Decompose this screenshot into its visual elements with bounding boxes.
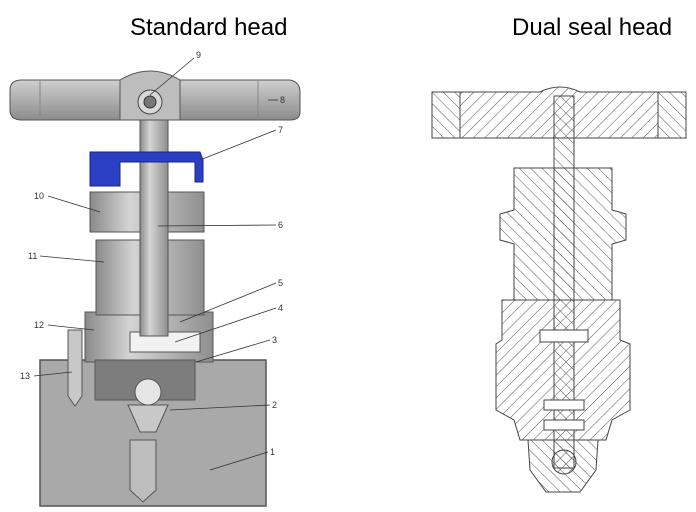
outlet-port <box>129 439 157 503</box>
vent-plug <box>67 329 83 407</box>
dual-seal-head-drawing <box>431 86 687 493</box>
dual-seal-head-title: Dual seal head <box>512 14 673 41</box>
blue-lock-cap <box>89 151 204 187</box>
callout-2: 2 <box>272 400 277 410</box>
callout-3: 3 <box>272 335 277 345</box>
ball-tip <box>134 378 162 406</box>
callout-13: 13 <box>20 371 30 381</box>
dual-ball-tip <box>551 449 577 475</box>
seat-cone <box>127 404 169 433</box>
callout-5: 5 <box>278 278 283 288</box>
dual-seal-ring-3 <box>543 419 585 431</box>
callout-8: 8 <box>280 95 285 105</box>
standard-head-title: Standard head <box>130 14 288 41</box>
dual-stem <box>553 95 575 469</box>
dual-seal-ring-2 <box>543 399 585 411</box>
callout-6: 6 <box>278 220 283 230</box>
callout-9: 9 <box>196 50 201 60</box>
callout-4: 4 <box>278 303 283 313</box>
callout-7: 7 <box>278 125 283 135</box>
callout-1: 1 <box>270 447 275 457</box>
dual-seal-ring-1 <box>539 329 589 343</box>
callout-12: 12 <box>34 320 44 330</box>
callout-11: 11 <box>28 251 37 261</box>
standard-head-drawing: 1 2 3 4 5 6 7 8 9 10 11 12 13 <box>9 50 301 507</box>
callout-10: 10 <box>34 191 44 201</box>
